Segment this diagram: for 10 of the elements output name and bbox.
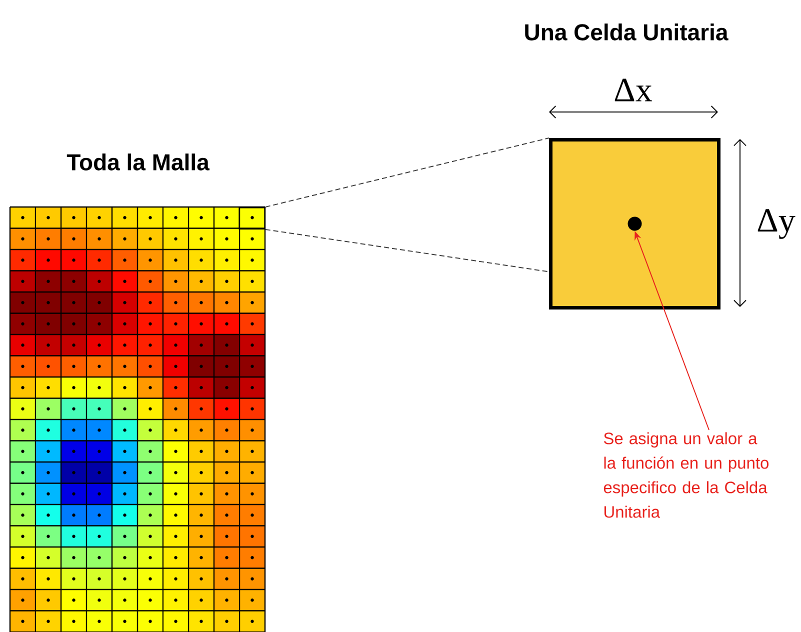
- heading: Una Celda Unitaria: [525, 24, 728, 40]
- zoom-line: [264, 228, 550, 272]
- zoom-line: [264, 138, 550, 208]
- dimension-label: Δy: [758, 209, 796, 239]
- annotation-text: Se asigna un valor a la función en un punto especifico de la Celda Unitaria: [604, 432, 769, 518]
- point-marker: [628, 216, 642, 231]
- heading: Toda la Malla: [66, 154, 210, 170]
- dimension-label: Δx: [614, 78, 652, 102]
- mesh-cell: [238, 207, 266, 230]
- unit-cell-box: [549, 138, 720, 310]
